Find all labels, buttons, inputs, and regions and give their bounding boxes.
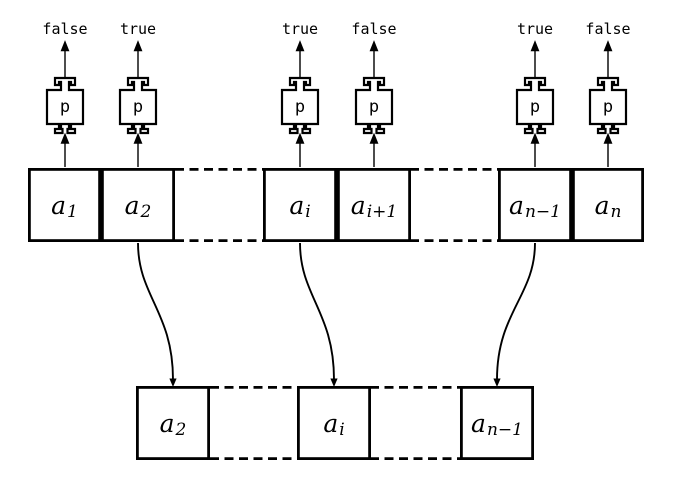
array-cell-border	[101, 167, 175, 242]
predicate-boxes	[45, 76, 628, 135]
array-cell-border	[135, 385, 210, 460]
flow-arrow-curve	[496, 242, 536, 380]
input-array-row	[27, 167, 645, 243]
predicate-box-label: p	[368, 97, 380, 117]
input-arrow-head	[133, 132, 143, 144]
result-arrow-head	[530, 40, 540, 52]
predicate-box-label: p	[602, 97, 614, 117]
result-arrow-head	[60, 40, 70, 52]
result-label-false: false	[42, 20, 88, 38]
input-arrow-head	[603, 132, 613, 144]
flow-arrow-curve	[299, 242, 335, 380]
predicate-box	[515, 76, 555, 135]
flow-arrow-head	[169, 378, 177, 387]
array-cell-border	[27, 167, 101, 242]
result-arrow-head	[369, 40, 379, 52]
output-array-row	[135, 385, 534, 461]
flow-arrow-curve	[137, 242, 174, 380]
input-arrows	[60, 132, 613, 167]
predicate-box	[45, 76, 85, 135]
result-arrow-head	[603, 40, 613, 52]
result-arrows	[60, 40, 613, 78]
flow-arrow-head	[330, 378, 338, 387]
result-label-true: true	[119, 20, 157, 38]
predicate-box-label: p	[132, 97, 144, 117]
predicate-box	[280, 76, 320, 135]
result-label-false: false	[585, 20, 631, 38]
result-label-true: true	[281, 20, 319, 38]
predicate-box	[354, 76, 394, 135]
result-label-true: true	[516, 20, 554, 38]
result-label-false: false	[351, 20, 397, 38]
predicate-box-label: p	[529, 97, 541, 117]
predicate-box-label: p	[59, 97, 71, 117]
predicate-box	[588, 76, 628, 135]
array-cell-border	[459, 385, 534, 460]
predicate-box-label: p	[294, 97, 306, 117]
ellipsis-dashes	[210, 385, 462, 461]
ellipsis-dashes	[175, 167, 499, 243]
array-cell-border	[296, 385, 371, 460]
flow-arrow-head	[493, 378, 501, 387]
input-arrow-head	[369, 132, 379, 144]
array-cell-border	[336, 167, 411, 242]
array-cell-border	[262, 167, 337, 242]
result-arrow-head	[133, 40, 143, 52]
predicate-box	[118, 76, 158, 135]
array-cell-border	[497, 167, 572, 242]
input-arrow-head	[530, 132, 540, 144]
input-arrow-head	[295, 132, 305, 144]
array-cell-border	[572, 167, 645, 242]
flow-arrows	[137, 242, 536, 387]
result-arrow-head	[295, 40, 305, 52]
input-arrow-head	[60, 132, 70, 144]
